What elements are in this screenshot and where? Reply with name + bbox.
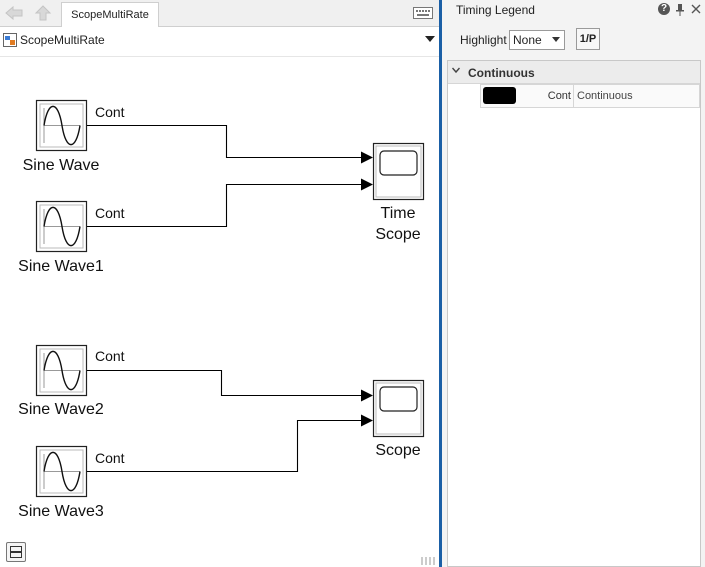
sine-wave1-block[interactable]: [35, 200, 88, 253]
keyboard-icon[interactable]: [413, 6, 433, 20]
highlight-dropdown[interactable]: [509, 30, 565, 50]
resize-grip-icon[interactable]: [419, 556, 437, 566]
block-label[interactable]: Sine Wave1: [18, 258, 104, 275]
rate-color-swatch: [483, 87, 516, 104]
highlight-label: Highlight: [460, 33, 507, 47]
rate-annotation: Cont: [547, 90, 571, 102]
block-label[interactable]: Time: [380, 205, 416, 222]
signal-label[interactable]: Cont: [95, 450, 125, 466]
legend-table: [447, 60, 701, 567]
signal-line[interactable]: [87, 369, 373, 402]
help-icon[interactable]: ?: [658, 3, 670, 15]
legend-group-row[interactable]: [448, 61, 700, 84]
block-label[interactable]: Scope: [375, 442, 421, 459]
signal-label[interactable]: Cont: [95, 104, 125, 120]
signal-label[interactable]: Cont: [95, 348, 125, 364]
period-toggle-button[interactable]: 1/P: [576, 28, 600, 50]
block-label[interactable]: Scope: [375, 226, 421, 243]
pane-divider[interactable]: [439, 0, 442, 567]
model-canvas[interactable]: [0, 0, 440, 567]
signal-line[interactable]: [87, 414, 373, 473]
up-arrow-icon[interactable]: [33, 4, 53, 22]
highlight-value: None: [513, 33, 542, 47]
sine-wave-block[interactable]: [35, 99, 88, 152]
legend-group-label: Continuous: [468, 66, 535, 80]
period-button-label: 1/P: [579, 33, 597, 45]
back-arrow-icon[interactable]: [4, 4, 24, 22]
block-label[interactable]: Sine Wave2: [18, 401, 104, 418]
legend-rate-row[interactable]: [480, 84, 700, 108]
model-icon: [3, 33, 17, 47]
signal-line[interactable]: [87, 178, 373, 228]
column-divider: [573, 85, 574, 107]
close-icon[interactable]: [691, 4, 701, 14]
block-label[interactable]: Sine Wave3: [18, 503, 104, 520]
signal-label[interactable]: Cont: [95, 205, 125, 221]
address-separator: [0, 53, 440, 57]
pane-title: Timing Legend: [456, 3, 535, 17]
address-path: ScopeMultiRate: [20, 33, 105, 47]
rate-description: Continuous: [577, 90, 633, 102]
tab-label: ScopeMultiRate: [71, 9, 149, 21]
chevron-down-icon: [552, 37, 560, 42]
chevron-down-icon[interactable]: [425, 36, 435, 42]
zoom-to-fit-button[interactable]: [6, 542, 26, 562]
sine-wave3-block[interactable]: [35, 445, 88, 498]
sine-wave2-block[interactable]: [35, 344, 88, 397]
signal-line[interactable]: [87, 124, 373, 164]
time-scope-block[interactable]: [372, 142, 425, 201]
pin-icon[interactable]: [675, 4, 685, 16]
chevron-down-icon[interactable]: [452, 66, 460, 74]
tab-model[interactable]: ScopeMultiRate: [61, 2, 159, 27]
block-label[interactable]: Sine Wave: [22, 157, 100, 174]
scope-block[interactable]: [372, 379, 425, 438]
